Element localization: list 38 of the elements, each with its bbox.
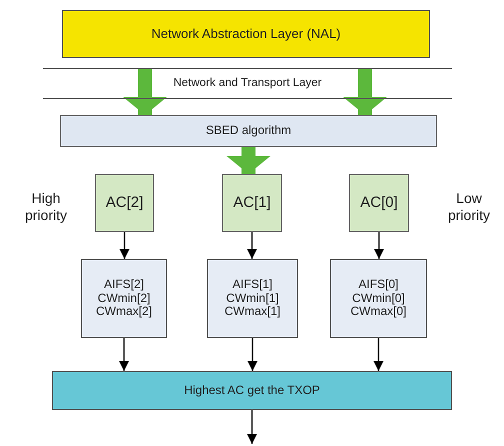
- layer-box: [62, 10, 430, 58]
- parameter-text: AIFS[2]: [104, 278, 144, 292]
- node-label: Network and Transport Layer: [173, 76, 322, 90]
- priority-label: Low priority: [446, 190, 491, 224]
- queue-box: [349, 174, 409, 232]
- parameter-text: CWmin[1]: [226, 292, 279, 306]
- block-arrow: [226, 147, 270, 174]
- parameter-text: CWmax[0]: [350, 305, 406, 320]
- node-label: AC[2]: [106, 194, 144, 212]
- node-label: AC[1]: [233, 194, 271, 212]
- arrow: [247, 410, 257, 444]
- arrow: [120, 232, 130, 259]
- block-arrow: [123, 68, 167, 115]
- parameter-text: CWmin[2]: [98, 292, 150, 306]
- arrow: [247, 232, 257, 259]
- parameter-box: [207, 259, 298, 338]
- block-arrow: [343, 68, 387, 115]
- parameter-text: CWmin[0]: [352, 292, 405, 306]
- parameter-text: CWmax[1]: [224, 305, 280, 320]
- node-label: AC[0]: [360, 194, 398, 212]
- parameter-box: [81, 259, 167, 338]
- arrow: [248, 338, 258, 371]
- queue-box: [222, 174, 282, 232]
- arrow: [119, 338, 129, 371]
- node-label: SBED algorithm: [206, 124, 292, 138]
- priority-label: High priority: [24, 190, 68, 224]
- parameter-text: AIFS[1]: [232, 278, 272, 292]
- layer-band: [43, 68, 452, 99]
- node-label: Highest AC get the TXOP: [184, 384, 320, 398]
- process-box: [60, 115, 437, 147]
- parameter-text: CWmax[2]: [96, 305, 152, 320]
- arrow: [374, 232, 384, 259]
- parameter-box: [330, 259, 427, 338]
- arrow: [374, 338, 384, 371]
- queue-box: [95, 174, 154, 232]
- parameter-text: AIFS[0]: [358, 278, 398, 292]
- node-label: Network Abstraction Layer (NAL): [151, 26, 341, 42]
- result-box: [52, 371, 452, 410]
